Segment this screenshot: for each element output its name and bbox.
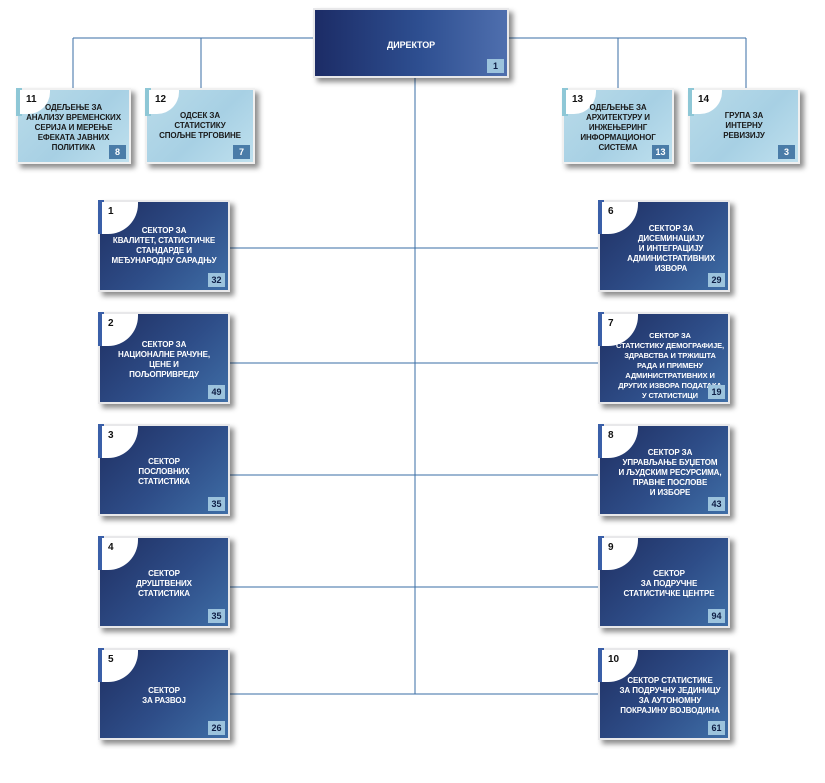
sector-3-count: 35 <box>208 497 225 511</box>
sector-3-number: 3 <box>102 426 138 458</box>
director-box[interactable]: ДИРЕКТОР 1 <box>313 8 509 78</box>
sector-4-count: 35 <box>208 609 225 623</box>
sector-5-count: 26 <box>208 721 225 735</box>
sector-4-number: 4 <box>102 538 138 570</box>
sector-8-count: 43 <box>708 497 725 511</box>
sector-7-number: 7 <box>602 314 638 346</box>
sector-9-number: 9 <box>602 538 638 570</box>
sector-8-number: 8 <box>602 426 638 458</box>
sector-10-count: 61 <box>708 721 725 735</box>
unit-13-count: 13 <box>652 145 669 159</box>
sector-2-count: 49 <box>208 385 225 399</box>
director-label: ДИРЕКТОР <box>386 40 436 50</box>
unit-12-count: 7 <box>233 145 250 159</box>
unit-11-count: 8 <box>109 145 126 159</box>
sector-9-count: 94 <box>708 609 725 623</box>
director-count: 1 <box>487 59 504 73</box>
sector-5-number: 5 <box>102 650 138 682</box>
sector-1-count: 32 <box>208 273 225 287</box>
unit-14-count: 3 <box>778 145 795 159</box>
sector-6-count: 29 <box>708 273 725 287</box>
sector-7-count: 19 <box>708 385 725 399</box>
